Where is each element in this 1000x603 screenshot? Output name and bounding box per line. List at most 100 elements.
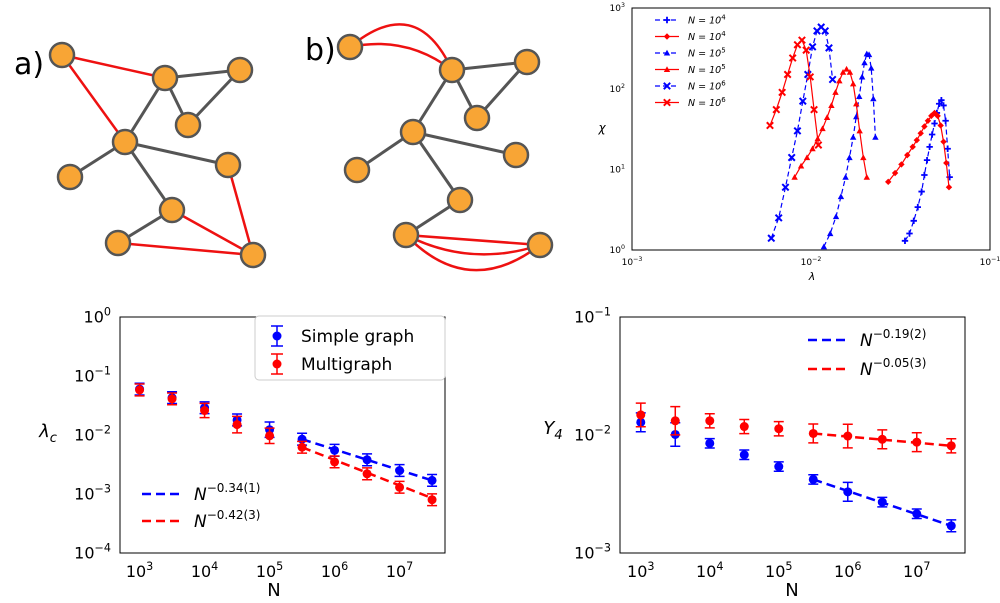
chi-series-3	[791, 65, 871, 180]
chi-point	[767, 234, 776, 243]
a-node-1	[151, 64, 179, 92]
data-point	[774, 462, 784, 472]
chi-point	[809, 145, 816, 152]
chi-point	[856, 127, 863, 134]
data-point	[232, 420, 242, 430]
b-edge	[411, 131, 462, 201]
data-point	[636, 410, 646, 420]
b-multi-edge	[349, 42, 453, 71]
chi-point	[943, 159, 950, 167]
chi-point	[798, 97, 807, 106]
y-tick-label: 10−1	[574, 305, 611, 326]
chi-series-line	[904, 98, 951, 242]
chi-point	[909, 143, 916, 151]
a-node-9	[239, 241, 267, 269]
b-node-9	[526, 231, 554, 259]
data-point	[843, 431, 853, 441]
chi-point	[803, 154, 811, 161]
chi-series-line	[770, 26, 834, 239]
a-node-7	[158, 196, 186, 224]
a-node-3	[174, 111, 202, 139]
chi-series-line	[823, 53, 877, 247]
chi-series-1	[885, 109, 953, 191]
chi-point	[944, 145, 951, 152]
data-point	[135, 385, 145, 395]
chi-point	[810, 105, 818, 114]
data-point	[362, 455, 372, 465]
b-multi-edge	[405, 233, 541, 247]
chi-point	[934, 112, 941, 120]
legend-box	[254, 315, 446, 381]
b-node-8	[392, 221, 420, 249]
a-edge	[124, 140, 229, 167]
data-point	[330, 457, 340, 467]
legend-marker	[663, 98, 671, 107]
chi-point	[846, 154, 853, 161]
data-point	[946, 521, 956, 531]
chi-point	[797, 162, 805, 169]
y-tick-label: 10−4	[74, 541, 111, 562]
chi-point	[798, 36, 806, 45]
chi-point	[868, 64, 875, 71]
x-tick-label: 10−2	[801, 256, 822, 268]
chi-point	[940, 102, 947, 109]
b-multi-edge	[405, 234, 541, 272]
a-node-0	[48, 41, 76, 69]
data-point	[877, 497, 887, 507]
y-tick-label: 10−3	[574, 541, 611, 562]
legend-marker	[663, 33, 671, 40]
fit-legend-label: N−0.19(2)	[860, 327, 927, 351]
chi-point	[914, 203, 921, 211]
series-1	[635, 402, 957, 454]
y-tick-label: 101	[610, 163, 625, 175]
network-panel-b: b)	[305, 23, 554, 272]
chi-point	[913, 136, 921, 144]
chi-point	[926, 143, 933, 151]
data-point	[912, 509, 922, 519]
data-point	[877, 434, 887, 444]
data-point	[167, 394, 177, 404]
a-node-4	[111, 128, 139, 156]
panel-label-a: a)	[14, 47, 44, 82]
legend-marker	[272, 359, 282, 369]
series-0	[635, 412, 957, 533]
y-tick-label: 100	[84, 305, 111, 326]
chi-point	[942, 117, 949, 124]
a-node-2	[226, 56, 254, 84]
chi-point	[870, 95, 877, 102]
a-red-edge	[61, 53, 166, 80]
b-node-2	[513, 48, 541, 76]
chi-point	[849, 134, 857, 140]
fit-line-1	[813, 432, 952, 448]
chi-point	[891, 169, 899, 177]
chi-point	[836, 77, 843, 84]
chi-point	[931, 120, 938, 127]
chi-point	[788, 54, 797, 62]
chi-point	[808, 42, 817, 51]
fit-line-0	[301, 437, 433, 482]
y-axis-label: χ	[597, 121, 606, 135]
y-axis-label: Y4	[543, 418, 562, 443]
legend-label: N = 104	[688, 30, 726, 43]
data-point	[297, 442, 307, 452]
chi-point	[766, 121, 774, 130]
b-node-6	[343, 156, 371, 184]
legend-label: N = 105	[688, 63, 726, 76]
chi-point	[861, 59, 868, 66]
chi-point	[819, 125, 826, 132]
x-tick-label: 103	[126, 560, 153, 581]
y-tick-label: 102	[610, 83, 625, 95]
panel-label-b: b)	[305, 33, 336, 68]
b-node-4	[399, 118, 427, 146]
chi-point	[839, 69, 847, 75]
plot-frame	[631, 7, 991, 251]
chi-series-4	[767, 23, 837, 243]
chi-series-0	[901, 96, 953, 245]
x-tick-label: 103	[627, 560, 654, 581]
chi-point	[863, 173, 871, 180]
x-tick-label: 106	[321, 560, 348, 581]
